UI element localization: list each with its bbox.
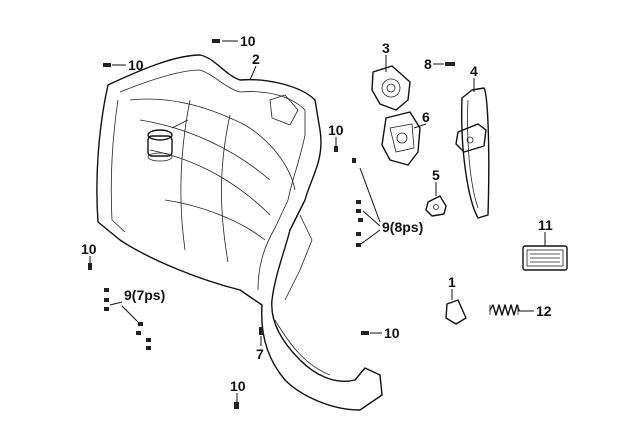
spring-part	[489, 304, 520, 316]
bolt-icon	[445, 62, 455, 66]
bolt-icon	[104, 307, 109, 311]
bolt-icon	[352, 158, 356, 163]
small-plate-part	[445, 299, 467, 325]
leader-lines	[89, 40, 546, 402]
bolt-icon	[138, 322, 143, 326]
clip-part	[425, 195, 447, 217]
bolt-icon	[136, 331, 141, 335]
bolt-set	[88, 39, 455, 409]
bolt-icon	[356, 200, 361, 204]
bolt-icon	[234, 402, 239, 409]
bolt-icon	[103, 63, 111, 67]
bolt-icon	[356, 209, 361, 213]
bolt-icon	[146, 346, 151, 350]
callout-10-left-top: 10	[128, 57, 144, 73]
bolt-icon	[259, 327, 263, 335]
callout-11: 11	[538, 217, 553, 233]
callout-7: 7	[256, 346, 264, 362]
bolt-icon	[356, 232, 361, 236]
bolt-icon	[356, 243, 361, 247]
callout-9-7ps: 9(7ps)	[124, 287, 165, 303]
bolt-icon	[146, 338, 151, 342]
bolt-icon	[104, 298, 109, 302]
latch-bracket-part	[371, 65, 411, 111]
bolt-icon	[104, 288, 109, 292]
bolt-icon	[358, 218, 363, 222]
bolt-icon	[361, 331, 369, 335]
callout-9-8ps: 9(8ps)	[382, 219, 423, 235]
callout-10-left: 10	[81, 241, 97, 257]
bolt-icon	[334, 146, 338, 152]
callout-10-top: 10	[240, 33, 256, 49]
callout-8: 8	[424, 56, 432, 72]
callout-12: 12	[536, 303, 552, 319]
callout-4: 4	[470, 63, 478, 79]
lid-panel-part	[455, 87, 490, 219]
callout-10-center: 10	[328, 122, 344, 138]
storage-box-part	[96, 54, 383, 411]
callout-1: 1	[448, 274, 456, 290]
callout-5: 5	[432, 167, 440, 183]
callout-6: 6	[422, 109, 430, 125]
label-plate-part	[522, 245, 568, 271]
bolt-icon	[212, 39, 220, 43]
callout-2: 2	[252, 51, 260, 67]
callout-3: 3	[382, 40, 390, 56]
lock-mechanism-part	[381, 111, 421, 166]
callout-10-bottom: 10	[230, 378, 246, 394]
callout-10-right: 10	[384, 325, 400, 341]
bolt-icon	[88, 263, 92, 270]
